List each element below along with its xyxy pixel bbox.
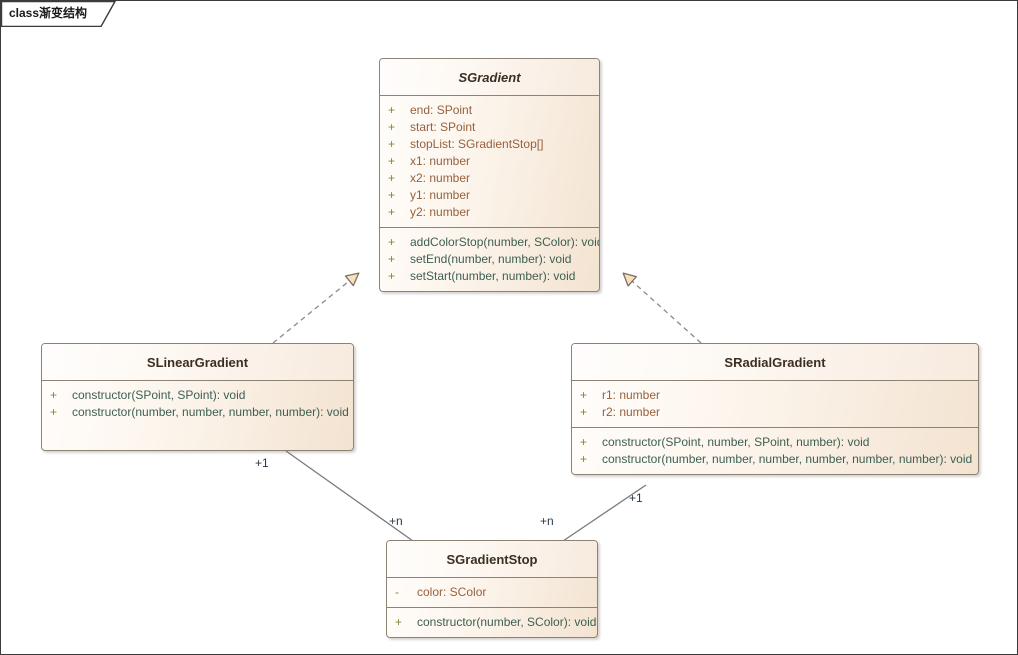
visibility-marker: +	[388, 188, 396, 202]
class-title-sgradient: SGradient	[380, 59, 599, 96]
visibility-marker: +	[388, 171, 396, 185]
methods-section-sgradientstop: + constructor(number, SColor): void	[387, 608, 597, 637]
visibility-marker: +	[50, 405, 58, 419]
multiplicity-linear-source: +1	[255, 456, 269, 470]
method-row: + constructor(SPoint, SPoint): void	[42, 387, 353, 404]
relationship-linear-realizes-gradient	[272, 272, 360, 344]
attribute-label: stopList: SGradientStop[]	[410, 137, 544, 151]
attributes-section-sgradient: + end: SPoint + start: SPoint + stopList…	[380, 96, 599, 228]
visibility-marker: +	[388, 103, 396, 117]
attribute-label: x1: number	[410, 154, 471, 168]
method-label: setStart(number, number): void	[410, 269, 576, 283]
attribute-row: + x2: number	[380, 170, 599, 187]
attributes-section-sgradientstop: - color: SColor	[387, 578, 597, 608]
visibility-marker: +	[50, 388, 58, 402]
attribute-row: + y2: number	[380, 204, 599, 221]
attribute-label: end: SPoint	[410, 103, 473, 117]
attribute-row: - color: SColor	[387, 584, 597, 601]
attribute-label: y1: number	[410, 188, 471, 202]
attribute-row: + start: SPoint	[380, 119, 599, 136]
visibility-marker: +	[580, 452, 588, 466]
visibility-marker: +	[395, 615, 403, 629]
attribute-row: + y1: number	[380, 187, 599, 204]
attribute-row: + x1: number	[380, 153, 599, 170]
methods-section-sradialgradient: + constructor(SPoint, number, SPoint, nu…	[572, 428, 978, 474]
attribute-label: x2: number	[410, 171, 471, 185]
visibility-marker: +	[388, 137, 396, 151]
class-box-sgradient[interactable]: SGradient + end: SPoint + start: SPoint …	[379, 58, 600, 292]
method-label: constructor(number, SColor): void	[417, 615, 597, 629]
relationship-radial-realizes-gradient	[622, 272, 702, 344]
method-row: + constructor(SPoint, number, SPoint, nu…	[572, 434, 978, 451]
multiplicity-radial-source: +1	[629, 491, 643, 505]
method-row: + setEnd(number, number): void	[380, 251, 599, 268]
attribute-label: y2: number	[410, 205, 471, 219]
visibility-marker: +	[388, 252, 396, 266]
frame-keyword: class	[9, 6, 40, 20]
method-row: + constructor(number, number, number, nu…	[42, 404, 353, 421]
attributes-section-sradialgradient: + r1: number + r2: number	[572, 381, 978, 428]
method-row: + constructor(number, SColor): void	[387, 614, 597, 631]
attribute-label: color: SColor	[417, 585, 487, 599]
method-label: constructor(number, number, number, numb…	[72, 405, 349, 419]
attribute-label: r2: number	[602, 405, 661, 419]
method-label: setEnd(number, number): void	[410, 252, 572, 266]
frame-tab-label: class渐变结构	[9, 4, 87, 21]
class-box-slineargradient[interactable]: SLinearGradient + constructor(SPoint, SP…	[41, 343, 354, 451]
methods-section-slineargradient: + constructor(SPoint, SPoint): void + co…	[42, 381, 353, 427]
visibility-marker: +	[580, 388, 588, 402]
method-label: constructor(SPoint, SPoint): void	[72, 388, 246, 402]
visibility-marker: +	[580, 435, 588, 449]
visibility-marker: -	[395, 585, 399, 599]
method-row: + addColorStop(number, SColor): void	[380, 234, 599, 251]
class-title-sgradientstop: SGradientStop	[387, 541, 597, 578]
method-row: + constructor(number, number, number, nu…	[572, 451, 978, 468]
attribute-label: start: SPoint	[410, 120, 476, 134]
method-row: + setStart(number, number): void	[380, 268, 599, 285]
method-label: constructor(SPoint, number, SPoint, numb…	[602, 435, 870, 449]
class-box-sradialgradient[interactable]: SRadialGradient + r1: number + r2: numbe…	[571, 343, 979, 475]
method-label: addColorStop(number, SColor): void	[410, 235, 600, 249]
frame-tab-shape	[1, 1, 116, 27]
multiplicity-linear-target: +n	[389, 514, 403, 528]
attribute-row: + stopList: SGradientStop[]	[380, 136, 599, 153]
class-box-sgradientstop[interactable]: SGradientStop - color: SColor + construc…	[386, 540, 598, 638]
frame-name: 渐变结构	[39, 6, 88, 20]
attribute-row: + r1: number	[572, 387, 978, 404]
class-title-slineargradient: SLinearGradient	[42, 344, 353, 381]
method-label: constructor(number, number, number, numb…	[602, 452, 973, 466]
visibility-marker: +	[580, 405, 588, 419]
visibility-marker: +	[388, 235, 396, 249]
frame-title-tab: class渐变结构	[1, 1, 116, 27]
attribute-row: + r2: number	[572, 404, 978, 421]
visibility-marker: +	[388, 154, 396, 168]
multiplicity-radial-target: +n	[540, 514, 554, 528]
methods-section-sgradient: + addColorStop(number, SColor): void + s…	[380, 228, 599, 291]
class-title-sradialgradient: SRadialGradient	[572, 344, 978, 381]
visibility-marker: +	[388, 120, 396, 134]
attribute-row: + end: SPoint	[380, 102, 599, 119]
visibility-marker: +	[388, 205, 396, 219]
visibility-marker: +	[388, 269, 396, 283]
attribute-label: r1: number	[602, 388, 661, 402]
